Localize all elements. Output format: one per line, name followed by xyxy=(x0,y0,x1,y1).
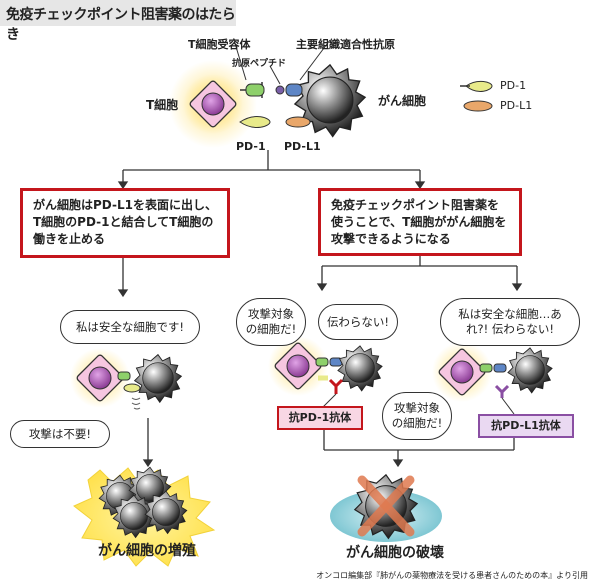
source-credit: オンコロ編集部『肺がんの薬物療法を受ける患者さんのための本』より引用 xyxy=(316,571,588,580)
label-mhc: 主要組織適合性抗原 xyxy=(296,38,395,51)
bubble-not-transmitted: 伝わらない! xyxy=(318,304,398,340)
destruction-illustration xyxy=(330,474,442,542)
outcome-destruction: がん細胞の破壊 xyxy=(346,545,444,561)
label-pd1: PD-1 xyxy=(236,140,266,153)
growth-burst xyxy=(73,466,216,567)
cells-anti-pdl1 xyxy=(431,341,553,415)
label-t-cell-receptor: T細胞受容体 xyxy=(188,38,251,51)
anti-pdl1-label: 抗PD-L1抗体 xyxy=(478,414,574,438)
label-pdl1: PD-L1 xyxy=(284,140,321,153)
legend-pdl1-label: PD-L1 xyxy=(500,99,533,112)
label-cancer-cell: がん細胞 xyxy=(378,94,427,108)
anti-pd1-antibody-shape xyxy=(328,378,344,394)
top-branch xyxy=(117,150,426,190)
label-antigen-peptide: 抗原ペプチド xyxy=(232,59,287,69)
outcome-growth: がん細胞の増殖 xyxy=(98,543,196,559)
bubble-attack-target-a: 攻撃対象の細胞だ! xyxy=(236,298,306,346)
cells-anti-pd1 xyxy=(267,335,383,409)
bubble-safe-cell: 私は安全な細胞です! xyxy=(60,310,200,344)
right-flow xyxy=(316,256,523,468)
label-t-cell: T細胞 xyxy=(146,98,179,112)
left-flow xyxy=(117,258,154,468)
bubble-confused: 私は安全な細胞…あれ?! 伝わらない! xyxy=(440,298,580,346)
legend xyxy=(460,80,493,112)
legend-pd1-label: PD-1 xyxy=(500,79,527,92)
right-explanation-box: 免疫チェックポイント阻害薬を使うことで、T細胞ががん細胞を攻撃できるようになる xyxy=(318,188,522,256)
anti-pd1-label: 抗PD-1抗体 xyxy=(277,406,363,430)
left-explanation-box: がん細胞はPD-L1を表面に出し、T細胞のPD-1と結合してT細胞の働きを止める xyxy=(20,188,230,258)
title-bar: 免疫チェックポイント阻害薬のはたらき xyxy=(0,0,236,43)
anti-pdl1-antibody-shape xyxy=(494,384,510,398)
left-cells xyxy=(69,347,182,410)
bubble-attack-target-b: 攻撃対象の細胞だ! xyxy=(382,392,452,440)
page-title: 免疫チェックポイント阻害薬のはたらき xyxy=(6,7,236,43)
bubble-no-attack: 攻撃は不要! xyxy=(10,420,110,448)
top-illustration xyxy=(169,39,366,148)
